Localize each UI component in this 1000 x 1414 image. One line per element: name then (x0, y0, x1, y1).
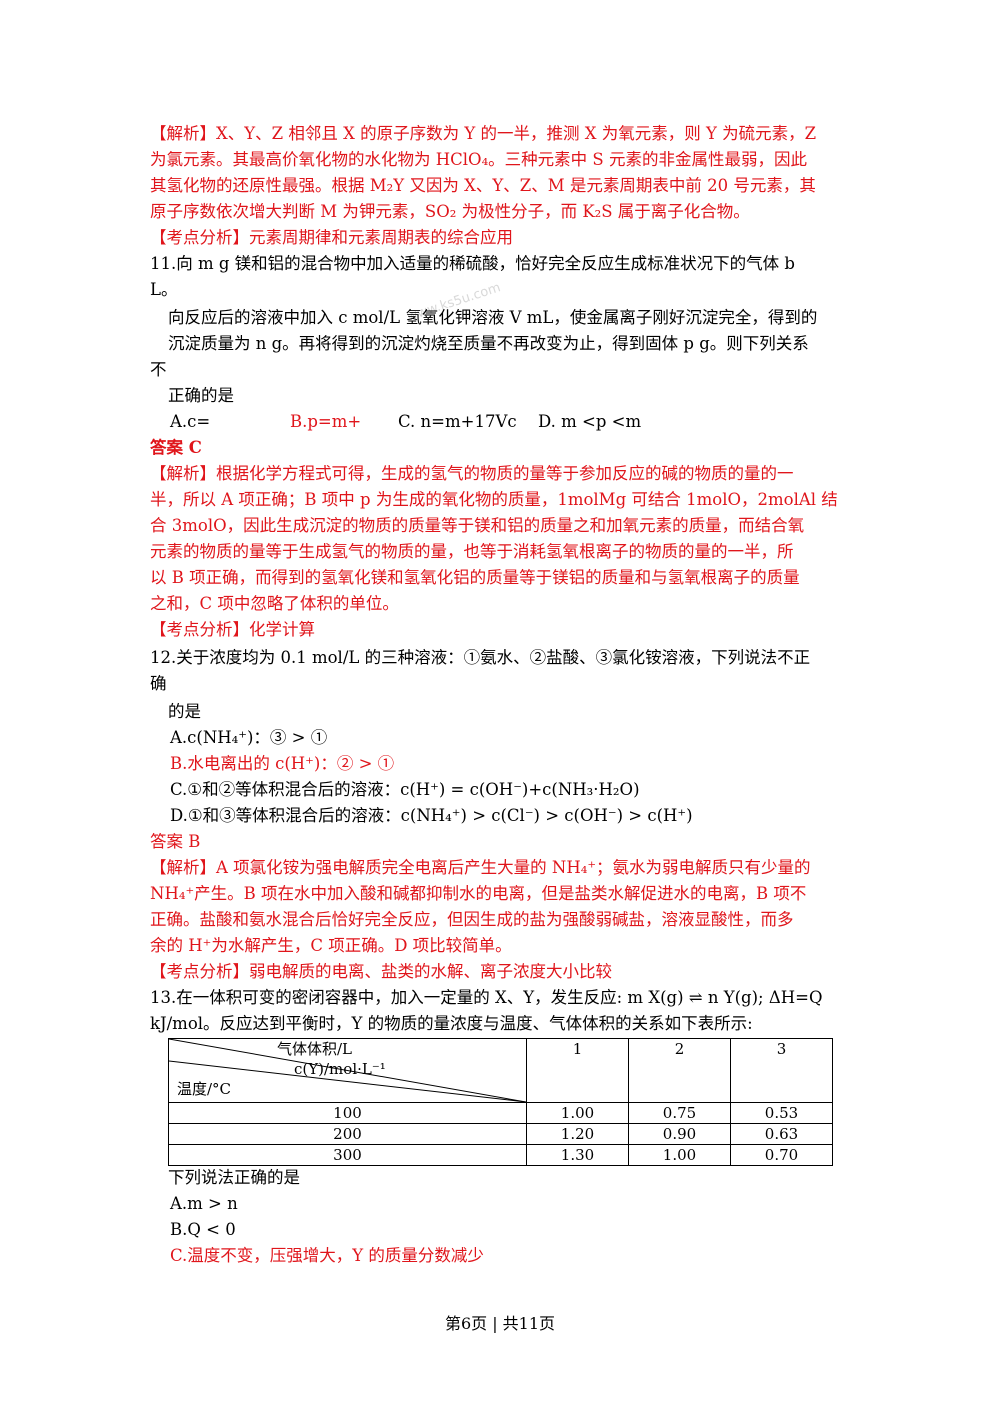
q13-stem-line-1: 13.在一体积可变的密闭容器中，加入一定量的 X、Y，发生反应: m X(g) … (150, 988, 823, 1007)
row-temp: 200 (168, 1123, 527, 1145)
q11-analysis-line-3: 合 3molO，因此生成沉淀的物质的质量等于镁和铝的质量之和加氧元素的质量，而结… (150, 516, 805, 535)
q11-stem-line-2: L。 (150, 280, 178, 299)
q12-option-b: B.水电离出的 c(H⁺)：② > ① (170, 754, 395, 773)
table-row: 300 1.30 1.00 0.70 (168, 1144, 833, 1166)
row-temp: 100 (168, 1102, 527, 1124)
diagonal-lines (169, 1039, 526, 1102)
table-row: 100 1.00 0.75 0.53 (168, 1102, 833, 1124)
q11-analysis-line-4: 元素的物质的量等于生成氢气的物质的量，也等于消耗氢氧根离子的物质的量的一半，所 (150, 542, 794, 561)
q12-option-d: D.①和③等体积混合后的溶液：c(NH₄⁺) > c(Cl⁻) > c(OH⁻)… (170, 806, 693, 825)
row-temp: 300 (168, 1144, 527, 1166)
header-concentration-label: c(Y)/mol·L⁻¹ (294, 1060, 386, 1078)
q10-analysis-line-4: 原子序数依次增大判断 M 为钾元素，SO₂ 为极性分子，而 K₂S 属于离子化合… (150, 202, 750, 221)
q10-knowledge-point: 【考点分析】元素周期律和元素周期表的综合应用 (150, 228, 513, 247)
col-header-2: 2 (628, 1038, 731, 1103)
cell: 1.00 (526, 1102, 629, 1124)
q12-stem-line-1: 12.关于浓度均为 0.1 mol/L 的三种溶液：①氨水、②盐酸、③氯化铵溶液… (150, 648, 811, 667)
q13-option-b: B.Q < 0 (170, 1220, 236, 1239)
q12-analysis-line-2: NH₄⁺产生。B 项在水中加入酸和碱都抑制水的电离，但是盐类水解促进水的电离，B… (150, 884, 807, 903)
q11-analysis-line-6: 之和，C 项中忽略了体积的单位。 (150, 594, 399, 613)
q10-analysis-line-2: 为氯元素。其最高价氧化物的水化物为 HClO₄。三种元素中 S 元素的非金属性最… (150, 150, 807, 169)
q11-analysis-line-1: 【解析】根据化学方程式可得，生成的氢气的物质的量等于参加反应的碱的物质的量的一 (150, 464, 794, 483)
q11-analysis-line-2: 半，所以 A 项正确；B 项中 p 为生成的氧化物的质量，1molMg 可结合 … (150, 490, 838, 509)
header-temperature-label: 温度/°C (177, 1080, 232, 1098)
q11-stem-line-1: 11.向 m g 镁和铝的混合物中加入适量的稀硫酸，恰好完全反应生成标准状况下的… (150, 254, 795, 273)
cell: 1.00 (628, 1144, 731, 1166)
q13-option-c: C.温度不变，压强增大，Y 的质量分数减少 (170, 1246, 484, 1265)
col-header-1: 1 (526, 1038, 629, 1103)
q12-knowledge-point: 【考点分析】弱电解质的电离、盐类的水解、离子浓度大小比较 (150, 962, 612, 981)
q12-stem-line-2: 确 (150, 674, 167, 693)
cell: 0.70 (730, 1144, 833, 1166)
q12-option-c: C.①和②等体积混合后的溶液：c(H⁺) = c(OH⁻)+c(NH₃·H₂O) (170, 780, 640, 799)
q11-option-b: B.p=m+ (290, 412, 362, 431)
q11-stem-line-3: 向反应后的溶液中加入 c mol/L 氢氧化钾溶液 V mL，使金属离子刚好沉淀… (168, 308, 818, 327)
cell: 0.75 (628, 1102, 731, 1124)
q12-option-a: A.c(NH₄⁺)：③ > ① (170, 728, 328, 747)
table-diagonal-header: 气体体积/L c(Y)/mol·L⁻¹ 温度/°C (168, 1038, 527, 1103)
q12-analysis-line-3: 正确。盐酸和氨水混合后恰好完全反应，但因生成的盐为强酸弱碱盐，溶液显酸性，而多 (150, 910, 794, 929)
q11-option-d: D. m <p <m (538, 412, 642, 431)
cell: 0.90 (628, 1123, 731, 1145)
q10-analysis-line-3: 其氢化物的还原性最强。根据 M₂Y 又因为 X、Y、Z、M 是元素周期表中前 2… (150, 176, 816, 195)
q11-option-c: C. n=m+17Vc (398, 412, 517, 431)
q13-prompt: 下列说法正确的是 (168, 1168, 300, 1187)
cell: 1.30 (526, 1144, 629, 1166)
q12-analysis-line-4: 余的 H⁺为水解产生，C 项正确。D 项比较简单。 (150, 936, 512, 955)
q12-analysis-line-1: 【解析】A 项氯化铵为强电解质完全电离后产生大量的 NH₄⁺；氨水为弱电解质只有… (150, 858, 811, 877)
cell: 1.20 (526, 1123, 629, 1145)
cell: 0.63 (730, 1123, 833, 1145)
q13-option-a: A.m > n (170, 1194, 238, 1213)
q10-analysis-line-1: 【解析】X、Y、Z 相邻且 X 的原子序数为 Y 的一半，推测 X 为氧元素，则… (150, 124, 817, 143)
q13-stem-line-2: kJ/mol。反应达到平衡时，Y 的物质的量浓度与温度、气体体积的关系如下表所示… (150, 1014, 753, 1033)
q11-stem-line-4: 沉淀质量为 n g。再将得到的沉淀灼烧至质量不再改变为止，得到固体 p g。则下… (168, 334, 809, 353)
page-footer: 第6页 | 共11页 (444, 1314, 556, 1333)
cell: 0.53 (730, 1102, 833, 1124)
q13-data-table: 气体体积/L c(Y)/mol·L⁻¹ 温度/°C 1 2 3 100 1.00… (168, 1038, 833, 1166)
q11-knowledge-point: 【考点分析】化学计算 (150, 620, 315, 639)
q11-answer: 答案 C (150, 438, 202, 457)
header-volume-label: 气体体积/L (277, 1040, 353, 1058)
q12-answer: 答案 B (150, 832, 201, 851)
table-row: 200 1.20 0.90 0.63 (168, 1123, 833, 1145)
q11-stem-line-6: 正确的是 (168, 386, 234, 405)
q11-analysis-line-5: 以 B 项正确，而得到的氢氧化镁和氢氧化铝的质量等于镁铝的质量和与氢氧根离子的质… (150, 568, 800, 587)
q11-option-a: A.c= (170, 412, 211, 431)
q11-stem-line-5: 不 (150, 360, 167, 379)
q12-stem-line-3: 的是 (168, 702, 201, 721)
col-header-3: 3 (730, 1038, 833, 1103)
